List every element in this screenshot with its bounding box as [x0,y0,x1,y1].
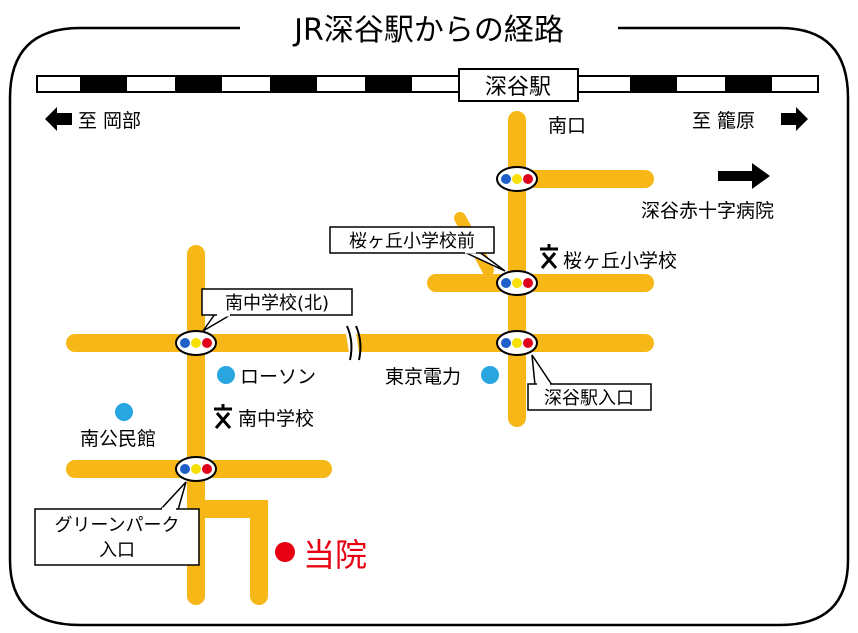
callout-minami-chu-north: 南中学校(北) [201,288,353,332]
landmark-minami-kominkan: 南公民館 [80,428,156,450]
landmark-clinic: 当院 [303,536,367,574]
landmark-tepco: 東京電力 [385,366,461,388]
callout-sakuragaoka-mae: 桜ヶ丘小学校前 [329,226,506,272]
callout-green-park-entrance: グリーンパーク 入口 [34,481,200,566]
kominkan-marker-icon [115,403,133,421]
callout-minami-chu-north-label: 南中学校(北) [225,293,329,314]
hospital-direction: 深谷赤十字病院 [641,200,774,222]
station-box [458,68,579,102]
callout-green-park-line2: 入口 [99,540,135,561]
traffic-signal-south-exit [496,166,538,192]
map-title: JR深谷駅からの経路 [292,13,564,48]
school-icon-minami-chu [214,404,232,429]
arrow-right-icon [781,107,808,131]
landmark-sakuragaoka-school: 桜ヶ丘小学校 [563,250,677,272]
arrow-hospital-icon [718,163,770,189]
clinic-marker-icon [275,542,295,562]
school-icon-sakuragaoka [540,244,558,269]
landmark-lawson: ローソン [240,366,316,388]
station-name: 深谷駅 [485,75,551,100]
tepco-marker-icon [481,366,499,384]
lawson-marker-icon [217,366,235,384]
railway-line [36,75,819,93]
map-frame [8,26,850,627]
traffic-signal-sakuragaoka [496,270,538,296]
traffic-signal-fukaya-station-entrance [496,330,538,356]
south-exit-label: 南口 [548,115,586,137]
traffic-signal-green-park [175,456,217,482]
callout-fukaya-station-entrance-label: 深谷駅入口 [544,388,634,409]
arrow-left-icon [45,107,72,131]
callout-sakuragaoka-mae-label: 桜ヶ丘小学校前 [349,231,475,252]
road-break-mark [345,325,362,361]
callout-green-park-line1: グリーンパーク [54,515,179,536]
callout-fukaya-station-entrance: 深谷駅入口 [527,354,652,411]
traffic-signal-minami-chu-north [175,330,217,356]
direction-okabe: 至 岡部 [78,110,141,132]
direction-kagohara: 至 籠原 [692,110,755,132]
landmark-minami-chu-school: 南中学校 [238,408,314,430]
